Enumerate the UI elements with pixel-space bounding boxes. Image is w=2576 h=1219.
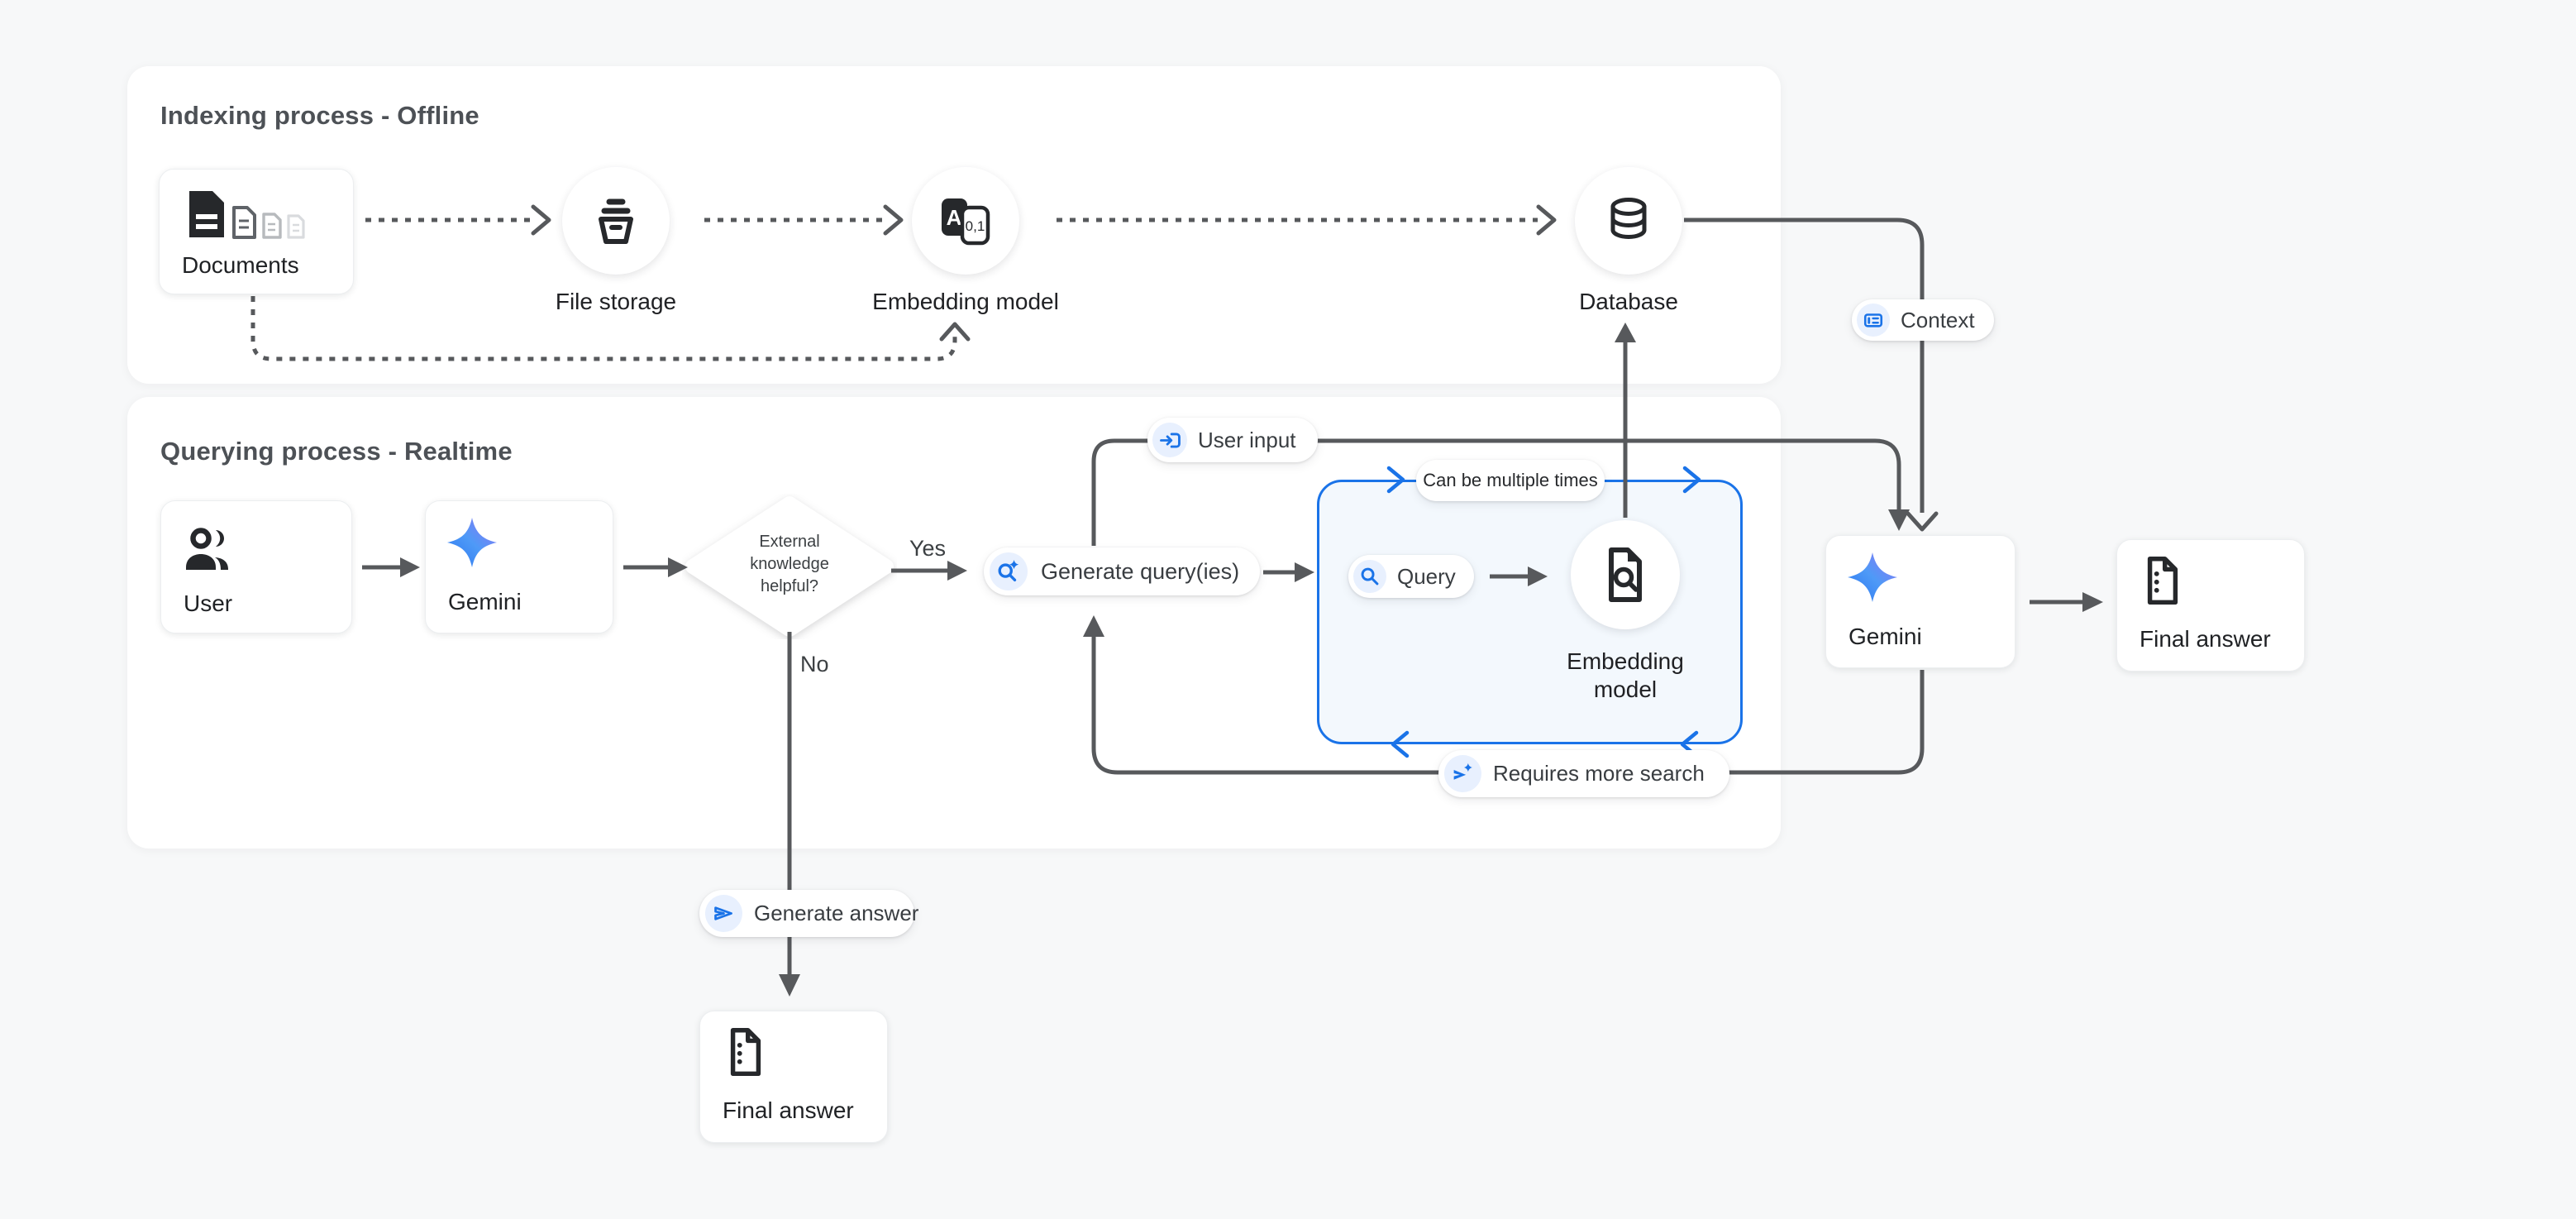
svg-text:A: A <box>947 205 962 230</box>
send-sparkle-icon <box>1444 755 1481 792</box>
decision-line: External <box>759 533 820 551</box>
arrowhead-down-icon <box>1888 509 1910 531</box>
embedding-model-node: A 0,1 <box>912 167 1019 275</box>
file-search-icon <box>1609 547 1642 602</box>
pill-label: Can be multiple times <box>1423 470 1598 490</box>
pill-label: User input <box>1198 427 1296 452</box>
users-icon <box>186 528 228 570</box>
final-answer-bottom-node: Final answer <box>699 1011 888 1143</box>
node-label: User <box>184 590 233 616</box>
node-label: Gemini <box>448 589 522 614</box>
search-icon <box>1353 560 1386 593</box>
search-sparkle-icon <box>990 552 1028 590</box>
node-label-line: Embedding <box>1567 648 1684 674</box>
text-to-vector-icon: A 0,1 <box>942 198 990 246</box>
arrowhead-icon <box>2082 592 2103 612</box>
input-arrow-icon <box>1152 423 1187 457</box>
node-label: Final answer <box>723 1097 854 1123</box>
querying-title: Querying process - Realtime <box>160 437 513 466</box>
generate-answer-step: Generate answer <box>699 890 918 937</box>
node-label: Gemini <box>1849 624 1922 649</box>
edge-label-no: No <box>800 652 829 676</box>
embedding-model-realtime-node <box>1571 520 1680 629</box>
user-node: User <box>160 500 352 633</box>
decision-diamond <box>685 496 894 637</box>
diamond-shape <box>685 496 894 637</box>
document-icon <box>730 1028 761 1076</box>
final-answer-node: Final answer <box>2116 539 2305 672</box>
decision-line: helpful? <box>760 577 819 595</box>
documents-node: Documents <box>159 169 354 294</box>
arrowhead-down-icon <box>779 974 800 997</box>
svg-text:0,1: 0,1 <box>966 218 985 234</box>
pill-label: Generate query(ies) <box>1041 558 1240 584</box>
pill-label: Requires more search <box>1493 761 1705 786</box>
send-icon <box>705 895 742 932</box>
user-input-annotation: User input <box>1147 418 1318 462</box>
indexing-title: Indexing process - Offline <box>160 101 479 130</box>
documents-stack-icon <box>189 191 305 239</box>
node-label: Final answer <box>2140 626 2271 652</box>
requires-more-search-annotation: Requires more search <box>1438 750 1729 797</box>
database-icon <box>1610 198 1647 239</box>
decision-label: External knowledge helpful? <box>707 531 872 598</box>
context-annotation: Context <box>1852 299 1994 341</box>
article-icon <box>1857 304 1890 337</box>
gemini-output-node: Gemini <box>1825 535 2015 668</box>
loop-annotation: Can be multiple times <box>1416 460 1605 501</box>
node-label: Embedding model <box>872 289 1059 314</box>
node-label-line: model <box>1593 676 1658 702</box>
document-icon <box>2147 557 2178 605</box>
pill-label: Generate answer <box>754 901 919 925</box>
pill-label: Query <box>1397 563 1456 589</box>
gemini-node: Gemini <box>425 500 613 633</box>
node-label: File storage <box>555 289 677 314</box>
generate-queries-step: Generate query(ies) <box>984 547 1260 595</box>
storage-bucket-icon <box>599 198 633 244</box>
node-label: Documents <box>182 252 299 278</box>
pill-label: Context <box>1901 307 1975 332</box>
node-label: Embedding model <box>1501 648 1749 704</box>
arrowhead-down-icon <box>1906 511 1939 532</box>
database-node <box>1575 167 1682 275</box>
gemini-star-icon <box>447 518 497 567</box>
query-step: Query <box>1348 555 1474 598</box>
gemini-star-icon <box>1848 552 1897 602</box>
retrieval-loop-box <box>1317 480 1743 744</box>
edge-label-yes: Yes <box>909 536 947 561</box>
decision-line: knowledge <box>750 555 829 573</box>
file-storage-node <box>562 167 670 275</box>
node-label: Database <box>1579 289 1678 314</box>
